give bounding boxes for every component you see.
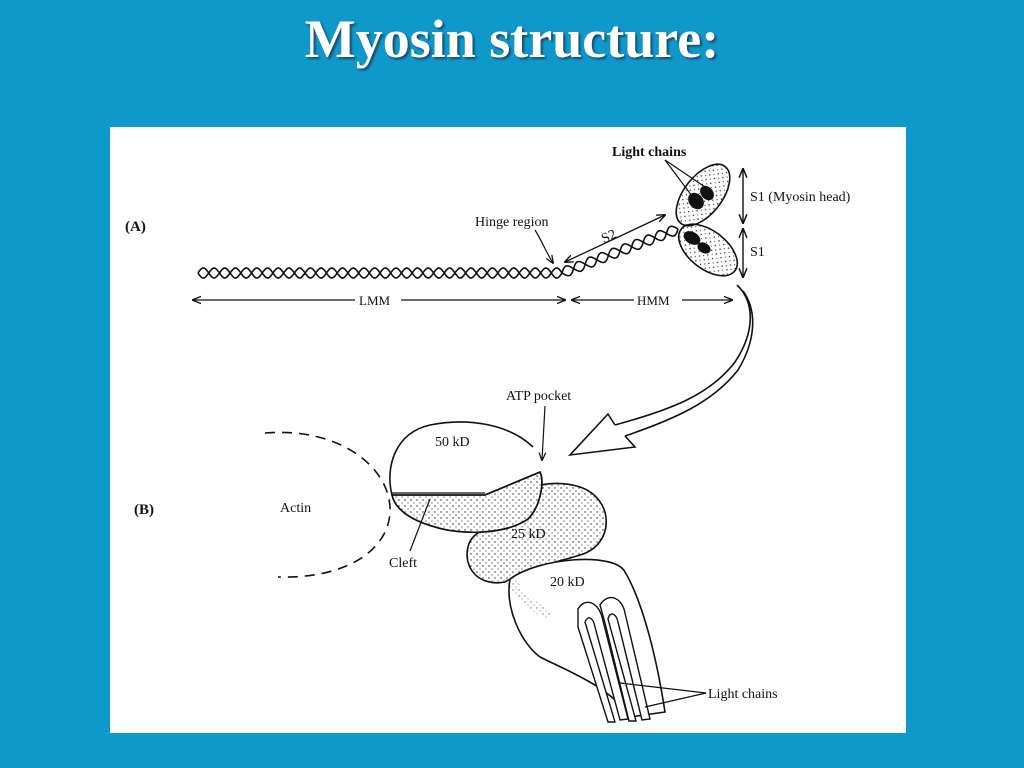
myosin-head-lower: [677, 223, 739, 277]
zoom-arrow: [567, 284, 754, 457]
slide-title: Myosin structure:: [304, 9, 720, 69]
kd50-label: 50 kD: [435, 435, 470, 450]
myosin-tail-coil: [197, 267, 563, 279]
light-chain-loop-2: [599, 596, 651, 722]
s1-label: S1: [750, 245, 765, 260]
hmm-label: HMM: [637, 293, 670, 308]
light-chain-pointer-2: [664, 159, 709, 190]
actin-label: Actin: [280, 501, 311, 516]
hinge-region-label: Hinge region: [475, 215, 548, 230]
hmm-label-bg: [634, 292, 682, 308]
actin-outline: [264, 431, 391, 578]
light-chains-pointer-b2: [644, 692, 707, 708]
figure-panel: (A) Light chains S1 (Myosin head) S1 Hin…: [110, 127, 906, 733]
panel-b-label: (B): [134, 502, 154, 518]
myosin-diagram: (A) Light chains S1 (Myosin head) S1 Hin…: [125, 145, 851, 723]
s2-span-arrow: [565, 215, 665, 262]
light-chain-pointer-1: [664, 159, 693, 197]
light-chain-loop-1: [577, 601, 629, 723]
myosin-head-upper: [675, 163, 731, 227]
lmm-label: LMM: [359, 293, 391, 308]
hinge-pointer: [534, 229, 553, 263]
kd20-label: 20 kD: [550, 575, 585, 590]
s1-myosin-head-label: S1 (Myosin head): [750, 190, 851, 205]
atp-pocket-label: ATP pocket: [506, 389, 571, 404]
s2-label: S2: [599, 227, 619, 247]
s2-coil: [561, 225, 679, 277]
domain-50kd-lower-lobe: [391, 470, 543, 534]
light-chains-label-b: Light chains: [708, 687, 778, 702]
kd25-label: 25 kD: [511, 527, 546, 542]
light-chains-pointer-b1: [619, 682, 707, 694]
light-chains-label-a: Light chains: [612, 145, 687, 160]
atp-pocket-pointer: [542, 405, 545, 460]
panel-a-label: (A): [125, 219, 146, 235]
lmm-label-bg: [355, 292, 401, 308]
cleft-pointer: [409, 498, 431, 552]
cleft-label: Cleft: [389, 556, 417, 571]
